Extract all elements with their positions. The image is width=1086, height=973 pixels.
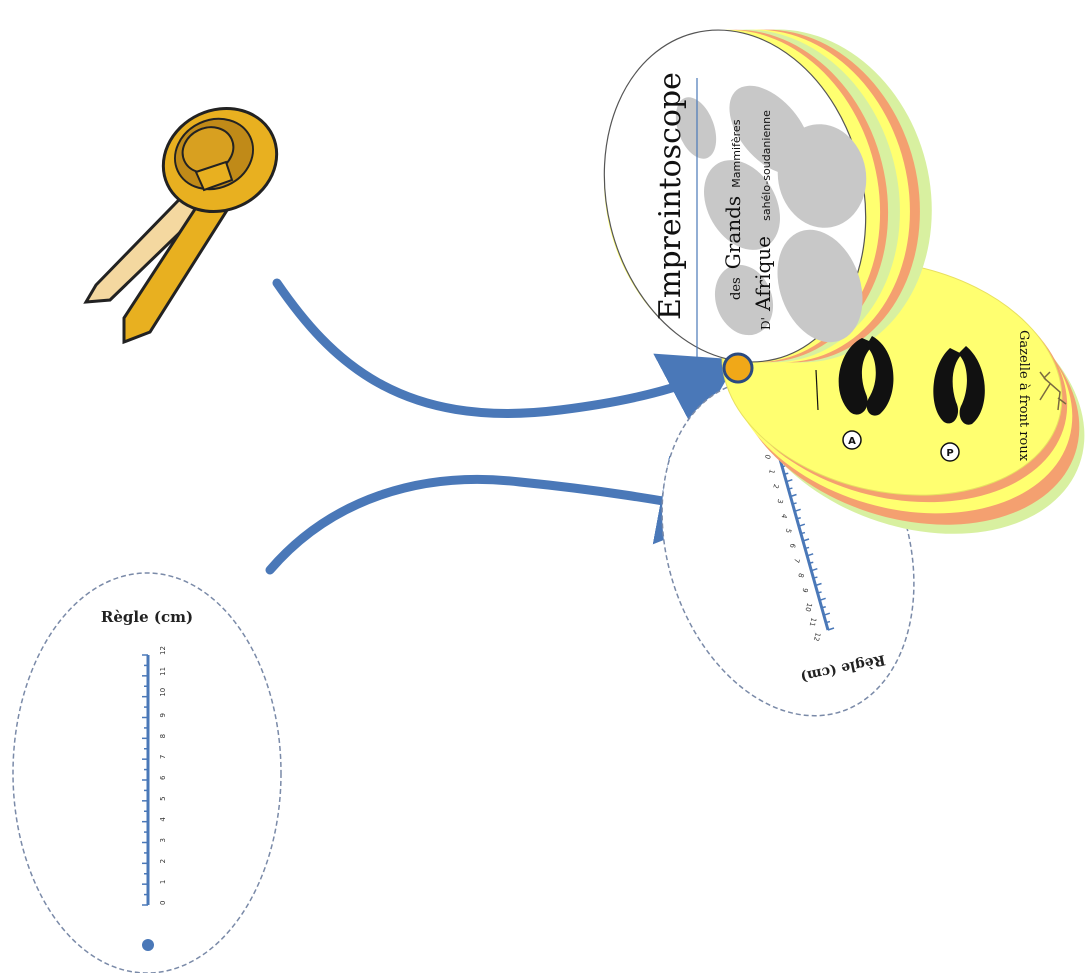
- cover-line3-big: Afrique: [751, 236, 775, 312]
- track-label-p: P: [946, 448, 953, 459]
- ruler-tick-label: 7: [159, 755, 167, 759]
- ruler-tick-label: 11: [808, 617, 818, 628]
- ruler-tick: [802, 538, 810, 542]
- ruler-tick-label: 2: [771, 483, 780, 489]
- track-label-a: A: [848, 436, 856, 447]
- ruler-tick-label: 7: [792, 557, 801, 563]
- booklet-cover: Empreintoscope des Grands Mammifères D' …: [603, 29, 867, 363]
- ruler-tick-label: 11: [159, 667, 167, 676]
- loose-ruler-title: Règle (cm): [101, 608, 193, 626]
- svg-text:D' Afrique: D' Afrique sahélo-soudanienne: [751, 110, 775, 330]
- arrow-ruler-to-booklet: [265, 455, 732, 575]
- ruler-tick: [817, 591, 822, 594]
- paper-fastener-icon: [83, 106, 279, 345]
- cover-line3-tail: sahélo-soudanienne: [760, 110, 773, 221]
- ruler-tick-label: 10: [159, 688, 167, 697]
- ruler-tick: [821, 606, 826, 609]
- inner-page-content: A P Gazelle à front roux: [815, 330, 1067, 462]
- ruler-tick-label: 4: [779, 513, 788, 520]
- ruler-tick-label: 12: [159, 646, 167, 655]
- ruler-tick-label: 8: [796, 572, 805, 578]
- ruler-tick-label: 9: [159, 713, 167, 717]
- ruler-tick-label: 9: [800, 587, 809, 593]
- svg-text:des Grands: des Grands Mammifères: [721, 119, 745, 300]
- ruler-tick: [827, 627, 835, 631]
- ruler-tick-label: 10: [803, 602, 813, 613]
- ruler-tick: [792, 502, 797, 505]
- ruler-tick: [823, 612, 831, 616]
- cover-title: Empreintoscope: [653, 72, 688, 320]
- paw-print-icon: [675, 85, 867, 343]
- ruler-tick: [784, 472, 789, 475]
- ruler-tick: [790, 493, 797, 498]
- ruler-tick: [788, 487, 793, 490]
- ruler-tick-label: 8: [159, 734, 167, 738]
- ruler-tick-label: 12: [812, 631, 822, 642]
- ruler-tick-label: 3: [775, 498, 784, 504]
- ruler-tick-label: 1: [767, 468, 776, 474]
- cover-line2-tail: Mammifères: [730, 119, 743, 187]
- cover-line3-small: D': [759, 317, 773, 330]
- ruler-tick: [794, 508, 801, 513]
- ruler-tick: [806, 553, 814, 557]
- hoof-print-icon: [838, 336, 894, 416]
- ruler-tick-label: 1: [159, 880, 167, 884]
- ruler-tick-label: 2: [159, 859, 167, 863]
- ruler-tick: [811, 567, 818, 572]
- gazelle-icon: [1039, 371, 1067, 411]
- cover-line2-big: Grands: [721, 196, 745, 269]
- page-caption: Gazelle à front roux: [1016, 330, 1031, 462]
- arrow-fastener-to-booklet: [272, 278, 738, 434]
- ruler-tick: [798, 523, 806, 527]
- ruler-tick: [786, 478, 793, 483]
- ruler-tick: [825, 620, 831, 624]
- ruler-tick: [815, 582, 822, 587]
- ruler-tick-label: 4: [159, 817, 167, 822]
- ruler-tick: [804, 546, 810, 550]
- ruler-tick: [819, 597, 826, 602]
- ruler-tick-label: 5: [159, 796, 167, 800]
- ruler-tick: [813, 576, 818, 579]
- fastener-dot: [722, 352, 754, 384]
- ruler-tick: [809, 561, 814, 564]
- hoof-print-icon: [933, 346, 985, 425]
- ruler-tick-label: 6: [159, 775, 167, 780]
- ruler-tick-label: 6: [788, 542, 797, 549]
- ruler-tick-label: 5: [784, 528, 793, 534]
- ruler-tick-label: 0: [159, 901, 167, 905]
- ruler-tick: [800, 531, 806, 535]
- ruler-tick: [796, 517, 801, 520]
- ruler-tick-label: 3: [159, 838, 167, 842]
- loose-ruler-pivot-dot: [142, 939, 154, 951]
- ruler-tick-label: 0: [763, 453, 772, 459]
- cover-line2-small: des: [729, 277, 744, 300]
